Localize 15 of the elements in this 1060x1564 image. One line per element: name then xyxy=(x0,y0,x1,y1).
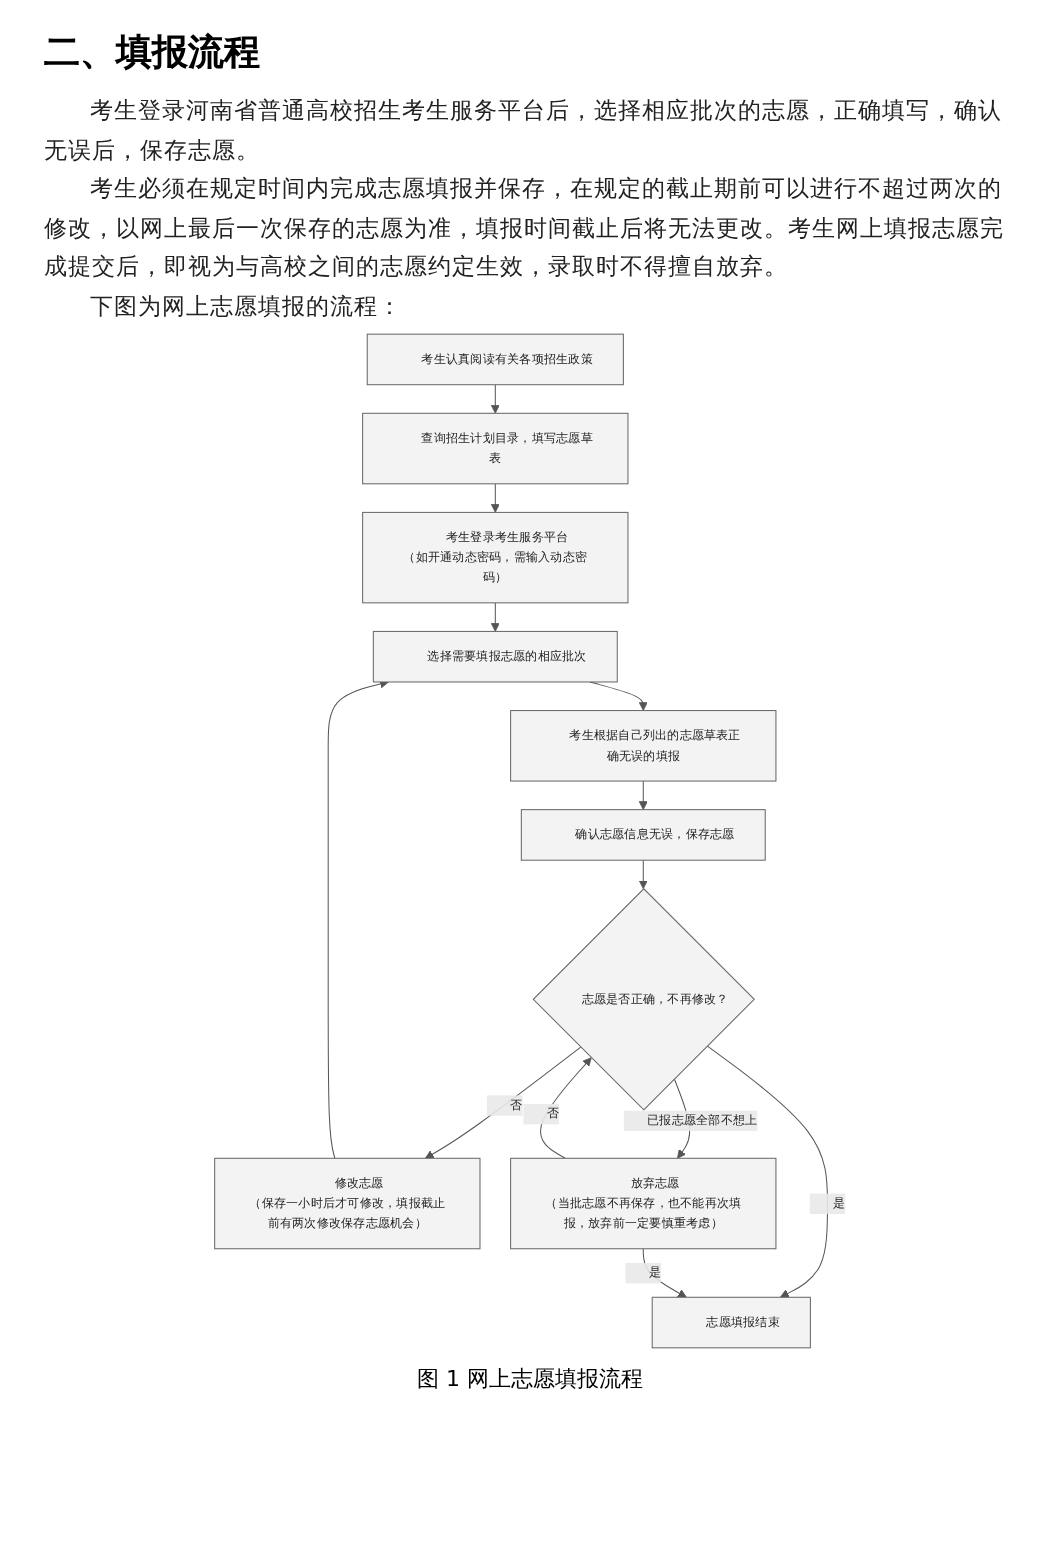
arrow xyxy=(490,602,500,633)
arrow xyxy=(327,680,389,1160)
arrow xyxy=(638,860,648,890)
paragraph: 考生登录河南省普通高校招生考生服务平台后，选择相应批次的志愿，正确填写，确认无误后，保存志愿。 xyxy=(44,94,1004,168)
arrow xyxy=(490,384,500,415)
arrow xyxy=(706,1046,828,1299)
arrow xyxy=(540,1057,592,1160)
heading: 二、填报流程 xyxy=(44,30,262,76)
paragraph: 下图为网上志愿填报的流程： xyxy=(88,289,404,324)
arrow xyxy=(638,781,648,811)
arrow xyxy=(424,1047,582,1160)
arrow xyxy=(490,483,500,514)
paragraph: 考生必须在规定时间内完成志愿填报并保存，在规定的截止期前可以进行不超过两次的修改，以网上最后一次保存的志愿为准，填报时间截止后将无法更改。考生网上填报志愿完成提交后，即视为与高校之间的志愿约定生效，录取时不得擅自放弃。 xyxy=(44,172,1006,285)
arrow xyxy=(642,1248,687,1299)
figure-caption: 图 1 网上志愿填报流程 xyxy=(415,1364,645,1395)
